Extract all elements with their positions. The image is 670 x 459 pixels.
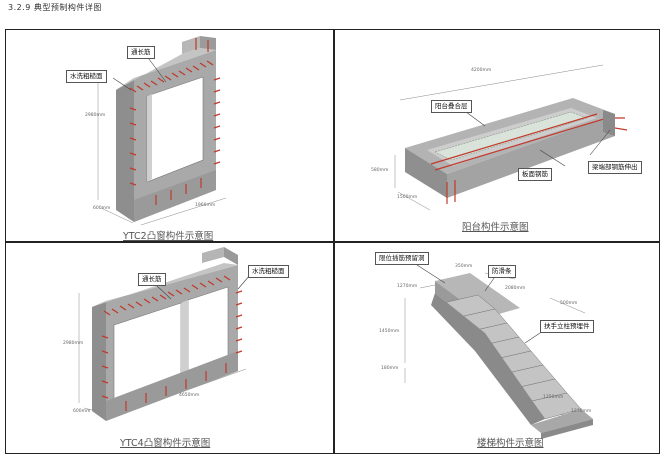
balcony-slab-rebar-callout: 板面钢筋	[518, 168, 552, 181]
stair-drawing	[404, 264, 593, 439]
ytc2-height-dim: 2980mm	[85, 113, 106, 118]
stair-side-dim: 500mm	[560, 301, 578, 306]
balcony-drawing	[394, 64, 628, 211]
panel-ytc2: 通长筋 水洗粗糙面 2980mm 600mm 1960mm YTC2凸窗构件示意…	[6, 30, 333, 242]
ytc2-drawing	[97, 36, 227, 226]
ytc4-rough-callout: 水洗粗糙面	[248, 265, 289, 278]
stair-limit-hole-callout: 限位插筋预留洞	[375, 252, 429, 265]
balcony-beam-rebar-callout: 梁端部钢筋伸出	[588, 161, 642, 174]
section-heading: 3.2.9 典型预制构件详图	[8, 3, 102, 12]
frame-divider-horizontal	[5, 241, 660, 243]
ytc4-width-dim: 4650mm	[179, 393, 200, 398]
stair-top-width-dim: 1270mm	[397, 284, 418, 289]
ytc4-depth-dim: 600mm	[73, 409, 91, 414]
ytc2-caption: YTC2凸窗构件示意图	[123, 231, 214, 242]
balcony-depth-dim: 1500mm	[397, 195, 418, 200]
ytc2-width-dim: 1960mm	[195, 203, 216, 208]
balcony-caption: 阳台构件示意图	[462, 222, 529, 233]
stair-top-len-dim: 350mm	[455, 264, 473, 269]
stair-rise-dim: 1450mm	[379, 329, 400, 334]
ytc2-rebar-callout: 通长筋	[127, 46, 155, 59]
balcony-height-dim: 580mm	[371, 168, 389, 173]
stair-handrail-callout: 扶手立柱预埋件	[540, 320, 594, 333]
ytc2-depth-dim: 600mm	[93, 206, 111, 211]
ytc4-height-dim: 2980mm	[63, 341, 84, 346]
panel-balcony: 阳台叠合层 梁端部钢筋伸出 板面钢筋 4200mm 580mm 1500mm 阳…	[335, 30, 659, 241]
stair-bottom-dim: 180mm	[381, 366, 399, 371]
stair-anti-slip-callout: 防滑条	[488, 265, 516, 278]
ytc4-drawing	[78, 247, 251, 421]
stair-bottom-width-dim: 1270mm	[571, 409, 592, 414]
stair-caption: 楼梯构件示意图	[477, 438, 544, 449]
ytc4-caption: YTC4凸窗构件示意图	[120, 438, 211, 449]
ytc2-rough-callout: 水洗粗糙面	[66, 70, 107, 83]
balcony-length-dim: 4200mm	[471, 68, 492, 73]
balcony-layer-callout: 阳台叠合层	[431, 100, 472, 113]
ytc4-rebar-callout: 通长筋	[138, 273, 166, 286]
stair-bottom-len-dim: 1250mm	[543, 395, 564, 400]
stair-run-dim: 2080mm	[505, 286, 526, 291]
panel-ytc4: 通长筋 水洗粗糙面 2980mm 600mm 4650mm YTC4凸窗构件示意…	[6, 243, 333, 454]
panel-stair: 限位插筋预留洞 防滑条 扶手立柱预埋件 1270mm 350mm 2080mm …	[335, 243, 659, 454]
